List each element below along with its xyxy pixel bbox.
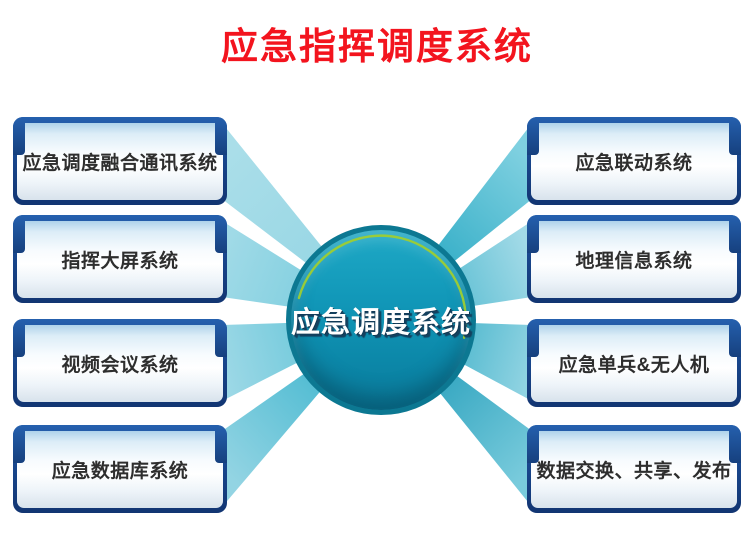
node-left-videoconf: 视频会议系统 bbox=[13, 319, 227, 407]
node-panel: 指挥大屏系统 bbox=[17, 221, 223, 298]
node-label: 数据交换、共享、发布 bbox=[536, 461, 732, 482]
node-panel: 应急数据库系统 bbox=[17, 431, 223, 508]
node-panel: 视频会议系统 bbox=[17, 325, 223, 402]
node-corner-decor bbox=[13, 319, 25, 357]
node-corner-decor bbox=[729, 117, 741, 155]
node-corner-decor bbox=[215, 425, 227, 463]
node-label: 应急联动系统 bbox=[575, 153, 693, 174]
node-label: 视频会议系统 bbox=[61, 355, 179, 376]
node-corner-decor bbox=[729, 215, 741, 253]
node-corner-decor bbox=[527, 215, 539, 253]
node-label: 应急调度融合通讯系统 bbox=[22, 153, 218, 174]
node-corner-decor bbox=[729, 425, 741, 463]
node-panel: 数据交换、共享、发布 bbox=[531, 431, 737, 508]
center-hub-label: 应急调度系统 bbox=[291, 307, 472, 339]
node-label: 地理信息系统 bbox=[575, 251, 693, 272]
node-corner-decor bbox=[729, 319, 741, 357]
node-right-soldier-drone: 应急单兵&无人机 bbox=[527, 319, 741, 407]
node-corner-decor bbox=[215, 319, 227, 357]
node-corner-decor bbox=[527, 319, 539, 357]
node-panel: 地理信息系统 bbox=[531, 221, 737, 298]
node-label: 应急单兵&无人机 bbox=[558, 355, 710, 376]
node-corner-decor bbox=[13, 425, 25, 463]
node-corner-decor bbox=[215, 215, 227, 253]
node-right-linkage: 应急联动系统 bbox=[527, 117, 741, 205]
node-panel: 应急联动系统 bbox=[531, 123, 737, 200]
node-panel: 应急单兵&无人机 bbox=[531, 325, 737, 402]
node-right-gis: 地理信息系统 bbox=[527, 215, 741, 303]
node-corner-decor bbox=[215, 117, 227, 155]
node-panel: 应急调度融合通讯系统 bbox=[17, 123, 223, 200]
node-left-bigscreen: 指挥大屏系统 bbox=[13, 215, 227, 303]
node-left-comms: 应急调度融合通讯系统 bbox=[13, 117, 227, 205]
node-right-data-exchange: 数据交换、共享、发布 bbox=[527, 425, 741, 513]
node-left-database: 应急数据库系统 bbox=[13, 425, 227, 513]
node-corner-decor bbox=[527, 425, 539, 463]
node-corner-decor bbox=[13, 215, 25, 253]
node-corner-decor bbox=[13, 117, 25, 155]
node-corner-decor bbox=[527, 117, 539, 155]
node-label: 应急数据库系统 bbox=[51, 461, 189, 482]
center-hub-circle: 应急调度系统 bbox=[286, 225, 476, 415]
page-title: 应急指挥调度系统 bbox=[221, 27, 533, 68]
node-label: 指挥大屏系统 bbox=[61, 251, 179, 272]
